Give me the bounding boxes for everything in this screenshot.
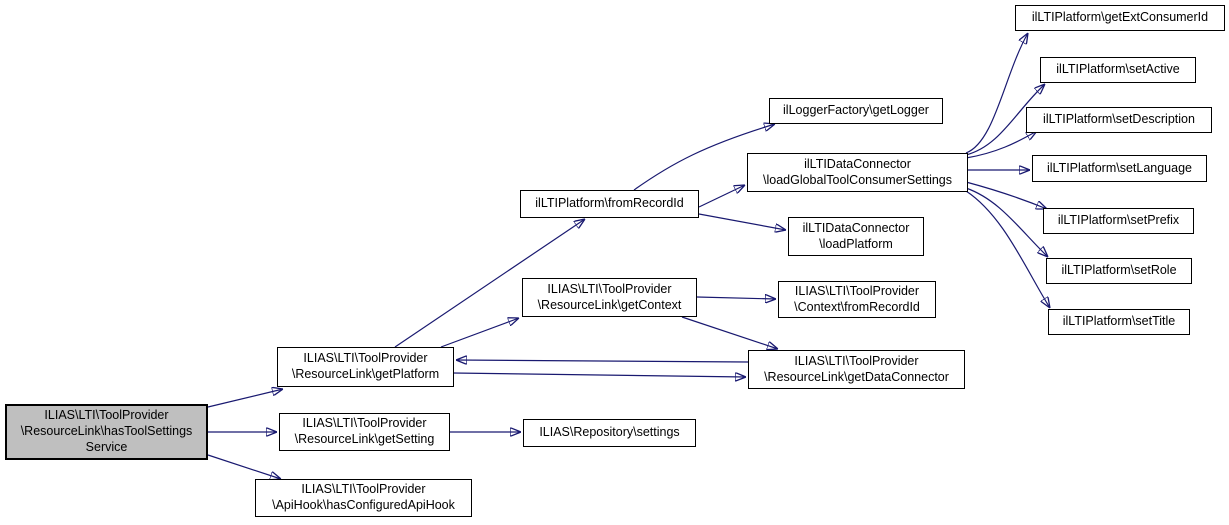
edge-load-global-to-set-description <box>965 131 1037 159</box>
edge-get-platform-to-get-data-connector <box>452 373 746 377</box>
node-platform-from-record-id[interactable]: ilLTIPlatform\fromRecordId <box>520 190 699 218</box>
node-set-description[interactable]: ilLTIPlatform\setDescription <box>1026 107 1212 133</box>
edge-from-record-id-to-load-global-settings <box>698 185 745 208</box>
edge-load-global-to-set-prefix <box>965 181 1047 209</box>
edge-get-data-connector-to-get-platform <box>456 360 749 362</box>
node-has-tool-settings-service: ILIAS\LTI\ToolProvider \ResourceLink\has… <box>5 404 208 460</box>
node-set-prefix[interactable]: ilLTIPlatform\setPrefix <box>1043 208 1194 234</box>
edge-root-to-has-configured-api-hook <box>207 454 281 479</box>
node-logger-get-logger[interactable]: ilLoggerFactory\getLogger <box>769 98 943 124</box>
node-context-from-record-id[interactable]: ILIAS\LTI\ToolProvider \Context\fromReco… <box>778 281 936 318</box>
edge-load-global-to-get-ext-consumer-id <box>965 33 1028 154</box>
edge-get-context-to-context-from-record-id <box>696 297 776 299</box>
node-load-platform[interactable]: ilLTIDataConnector \loadPlatform <box>788 217 924 256</box>
edge-load-global-to-set-active <box>965 84 1045 156</box>
node-get-setting[interactable]: ILIAS\LTI\ToolProvider \ResourceLink\get… <box>279 413 450 451</box>
edge-root-to-get-platform <box>207 389 283 408</box>
node-get-platform[interactable]: ILIAS\LTI\ToolProvider \ResourceLink\get… <box>277 347 454 387</box>
edge-load-global-to-set-title <box>965 190 1050 308</box>
node-repository-settings[interactable]: ILIAS\Repository\settings <box>523 419 696 447</box>
node-get-data-connector[interactable]: ILIAS\LTI\ToolProvider \ResourceLink\get… <box>748 350 965 389</box>
node-set-title[interactable]: ilLTIPlatform\setTitle <box>1048 309 1190 335</box>
node-get-ext-consumer-id[interactable]: ilLTIPlatform\getExtConsumerId <box>1015 5 1225 31</box>
edge-from-record-id-to-load-platform <box>698 213 786 230</box>
node-set-role[interactable]: ilLTIPlatform\setRole <box>1046 258 1192 284</box>
node-load-global-tool-consumer-settings[interactable]: ilLTIDataConnector \loadGlobalToolConsum… <box>747 153 968 192</box>
edge-load-global-to-set-role <box>965 187 1048 257</box>
edge-get-platform-to-get-context <box>440 318 519 348</box>
edge-get-platform-to-from-record-id <box>394 219 585 348</box>
node-set-active[interactable]: ilLTIPlatform\setActive <box>1040 57 1196 83</box>
node-set-language[interactable]: ilLTIPlatform\setLanguage <box>1032 155 1207 182</box>
node-has-configured-api-hook[interactable]: ILIAS\LTI\ToolProvider \ApiHook\hasConfi… <box>255 479 472 517</box>
node-get-context[interactable]: ILIAS\LTI\ToolProvider \ResourceLink\get… <box>522 278 697 317</box>
edge-from-record-id-to-get-logger <box>633 124 775 191</box>
edge-get-context-to-get-data-connector <box>681 316 778 349</box>
